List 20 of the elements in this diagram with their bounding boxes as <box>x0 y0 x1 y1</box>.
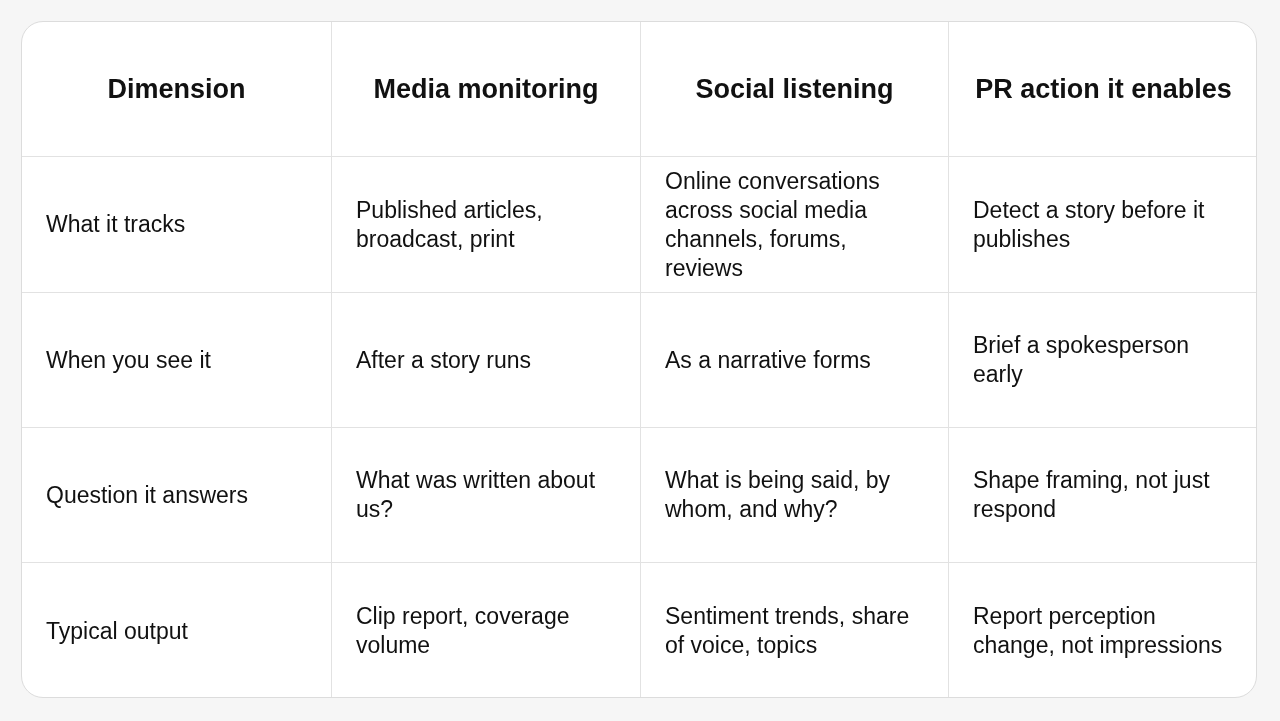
column-header: PR action it enables <box>975 74 1232 104</box>
table-cell-text: What is being said, by whom, and why? <box>665 466 891 524</box>
row-header: What it tracks <box>46 210 186 239</box>
table-cell-text: Sentiment trends, share of voice, topics <box>665 602 911 660</box>
table-cell-text: What was written about us? <box>356 466 597 524</box>
row-header: Typical output <box>46 616 188 646</box>
column-header: Social listening <box>695 74 894 104</box>
table-cell-text: Online conversations across social media channels, forums, reviews <box>665 166 881 283</box>
column-header: Dimension <box>107 74 246 104</box>
table-cell: As a narrative forms <box>665 345 871 375</box>
table-cell-text: Shape framing, not just respond <box>973 466 1211 524</box>
table-cell-text: Report perception change, not impressions <box>973 602 1224 660</box>
column-header: Media monitoring <box>373 74 599 104</box>
row-header: When you see it <box>46 345 211 375</box>
table-cell-text: Brief a spokesperson early <box>973 331 1191 389</box>
row-header: Question it answers <box>46 480 248 510</box>
table-cell: After a story runs <box>356 345 532 375</box>
table-cell-text: Detect a story before it publishes <box>973 195 1206 254</box>
table-cell-text: Clip report, coverage volume <box>356 602 571 660</box>
table-cell-text: Published articles, broadcast, print <box>356 195 544 254</box>
